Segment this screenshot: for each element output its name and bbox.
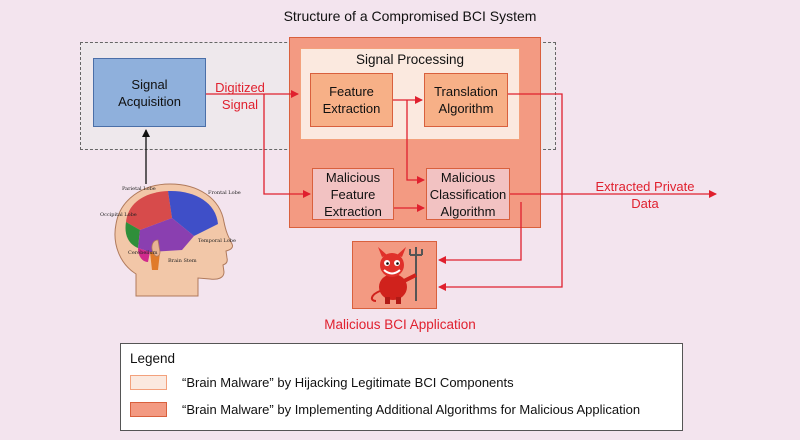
temporal-region: [138, 218, 194, 252]
frontal-lobe-label: Frontal Lobe: [208, 190, 241, 196]
legend-swatch-hijacking: [130, 375, 167, 390]
digitized-to-malicious-feature-arrow: [263, 94, 311, 198]
digitized-signal-label: Digitized Signal: [215, 80, 265, 112]
frontal-region: [168, 190, 218, 236]
legend-title: Legend: [130, 351, 176, 366]
extracted-private-data-label: Extracted Private Data: [595, 179, 695, 211]
parietal-region: [126, 191, 172, 230]
signal-processing-title: Signal Processing: [355, 52, 465, 67]
legend-item-hijacking: “Brain Malware” by Hijacking Legitimate …: [182, 375, 514, 390]
legend-item-additional-algorithms: “Brain Malware” by Implementing Addition…: [182, 402, 641, 417]
translation-to-malicious-app-arrow: [438, 93, 563, 291]
cerebellum-region: [138, 248, 150, 262]
diagram-title: Structure of a Compromised BCI System: [283, 8, 537, 24]
malicious-classification-algorithm-box: Malicious Classification Algorithm: [426, 168, 510, 220]
classification-to-malicious-app-arrow: [438, 202, 522, 264]
feature-to-malicious-classification-arrow: [406, 100, 425, 184]
parietal-lobe-label: Parietal Lobe: [122, 186, 156, 192]
malicious-bci-application-label: Malicious BCI Application: [324, 317, 476, 332]
translation-algorithm-box: Translation Algorithm: [424, 73, 508, 127]
human-head-brain-icon: Parietal Lobe Frontal Lobe Occipital Lob…: [98, 178, 248, 308]
brain-stem-label: Brain Stem: [168, 258, 197, 264]
occipital-lobe-label: Occipital Lobe: [100, 212, 137, 218]
legend-swatch-additional-algorithms: [130, 402, 167, 417]
devil-icon: [370, 247, 423, 304]
legend-box: [120, 343, 683, 431]
malicious-bci-application-box: [352, 241, 437, 309]
malicious-feature-extraction-box: Malicious Feature Extraction: [312, 168, 394, 220]
feature-extraction-box: Feature Extraction: [310, 73, 393, 127]
cerebellum-label: Cerebellum: [128, 250, 158, 256]
occipital-region: [125, 222, 140, 248]
signal-acquisition-box: Signal Acquisition: [93, 58, 206, 127]
temporal-lobe-label: Temporal Lobe: [198, 238, 236, 244]
